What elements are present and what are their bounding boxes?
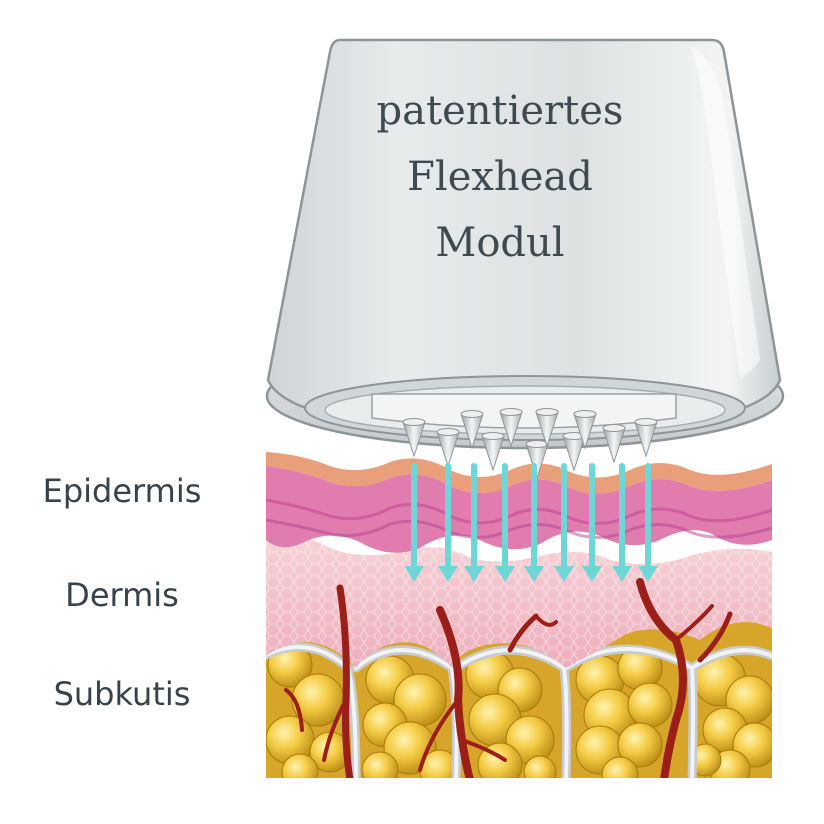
microneedle — [481, 435, 505, 472]
fat-cell — [281, 753, 319, 778]
label-dermis: Dermis — [65, 576, 179, 614]
fat-cell — [361, 751, 399, 778]
module-title-line-3: Modul — [435, 220, 565, 266]
needle-array — [402, 408, 658, 480]
label-epidermis: Epidermis — [42, 472, 202, 510]
penetration-arrow-head — [582, 566, 602, 582]
microneedle-base — [535, 408, 559, 416]
fat-cell — [523, 755, 557, 778]
fat-cells — [266, 642, 772, 778]
fat-cell — [617, 722, 663, 768]
microneedle-base — [499, 408, 523, 416]
microneedle-base — [525, 440, 549, 448]
fat-cell — [627, 682, 673, 728]
module-title: patentiertes Flexhead Modul — [330, 78, 670, 276]
penetration-arrow-head — [404, 566, 424, 582]
stratum-corneum — [266, 452, 772, 494]
microneedle-base — [634, 418, 658, 426]
penetration-arrow-head — [464, 566, 484, 582]
penetration-arrow-head — [554, 566, 574, 582]
penetration-arrow-head — [638, 566, 658, 582]
label-subkutis: Subkutis — [53, 675, 191, 713]
module-title-line-1: patentiertes — [376, 88, 624, 134]
penetration-arrow-head — [495, 566, 515, 582]
skin-cross-section — [266, 452, 772, 778]
module-highlight — [690, 46, 760, 378]
penetration-arrow-head — [612, 566, 632, 582]
blood-vessels — [284, 578, 733, 778]
microneedle-base — [602, 424, 626, 432]
fat-cell — [601, 756, 639, 778]
microneedle-base — [481, 432, 505, 440]
penetration-arrow-head — [524, 566, 544, 582]
epidermis-basal-line — [266, 498, 772, 525]
microneedle-base — [573, 410, 597, 418]
penetration-arrow-head — [438, 566, 458, 582]
penetration-arrows — [404, 463, 658, 582]
microneedle-base — [460, 410, 484, 418]
epidermis-inner-line — [266, 518, 772, 539]
module-title-line-2: Flexhead — [407, 154, 593, 200]
microneedle — [436, 431, 460, 468]
microneedle-base — [436, 428, 460, 436]
microneedle-base — [402, 418, 426, 426]
